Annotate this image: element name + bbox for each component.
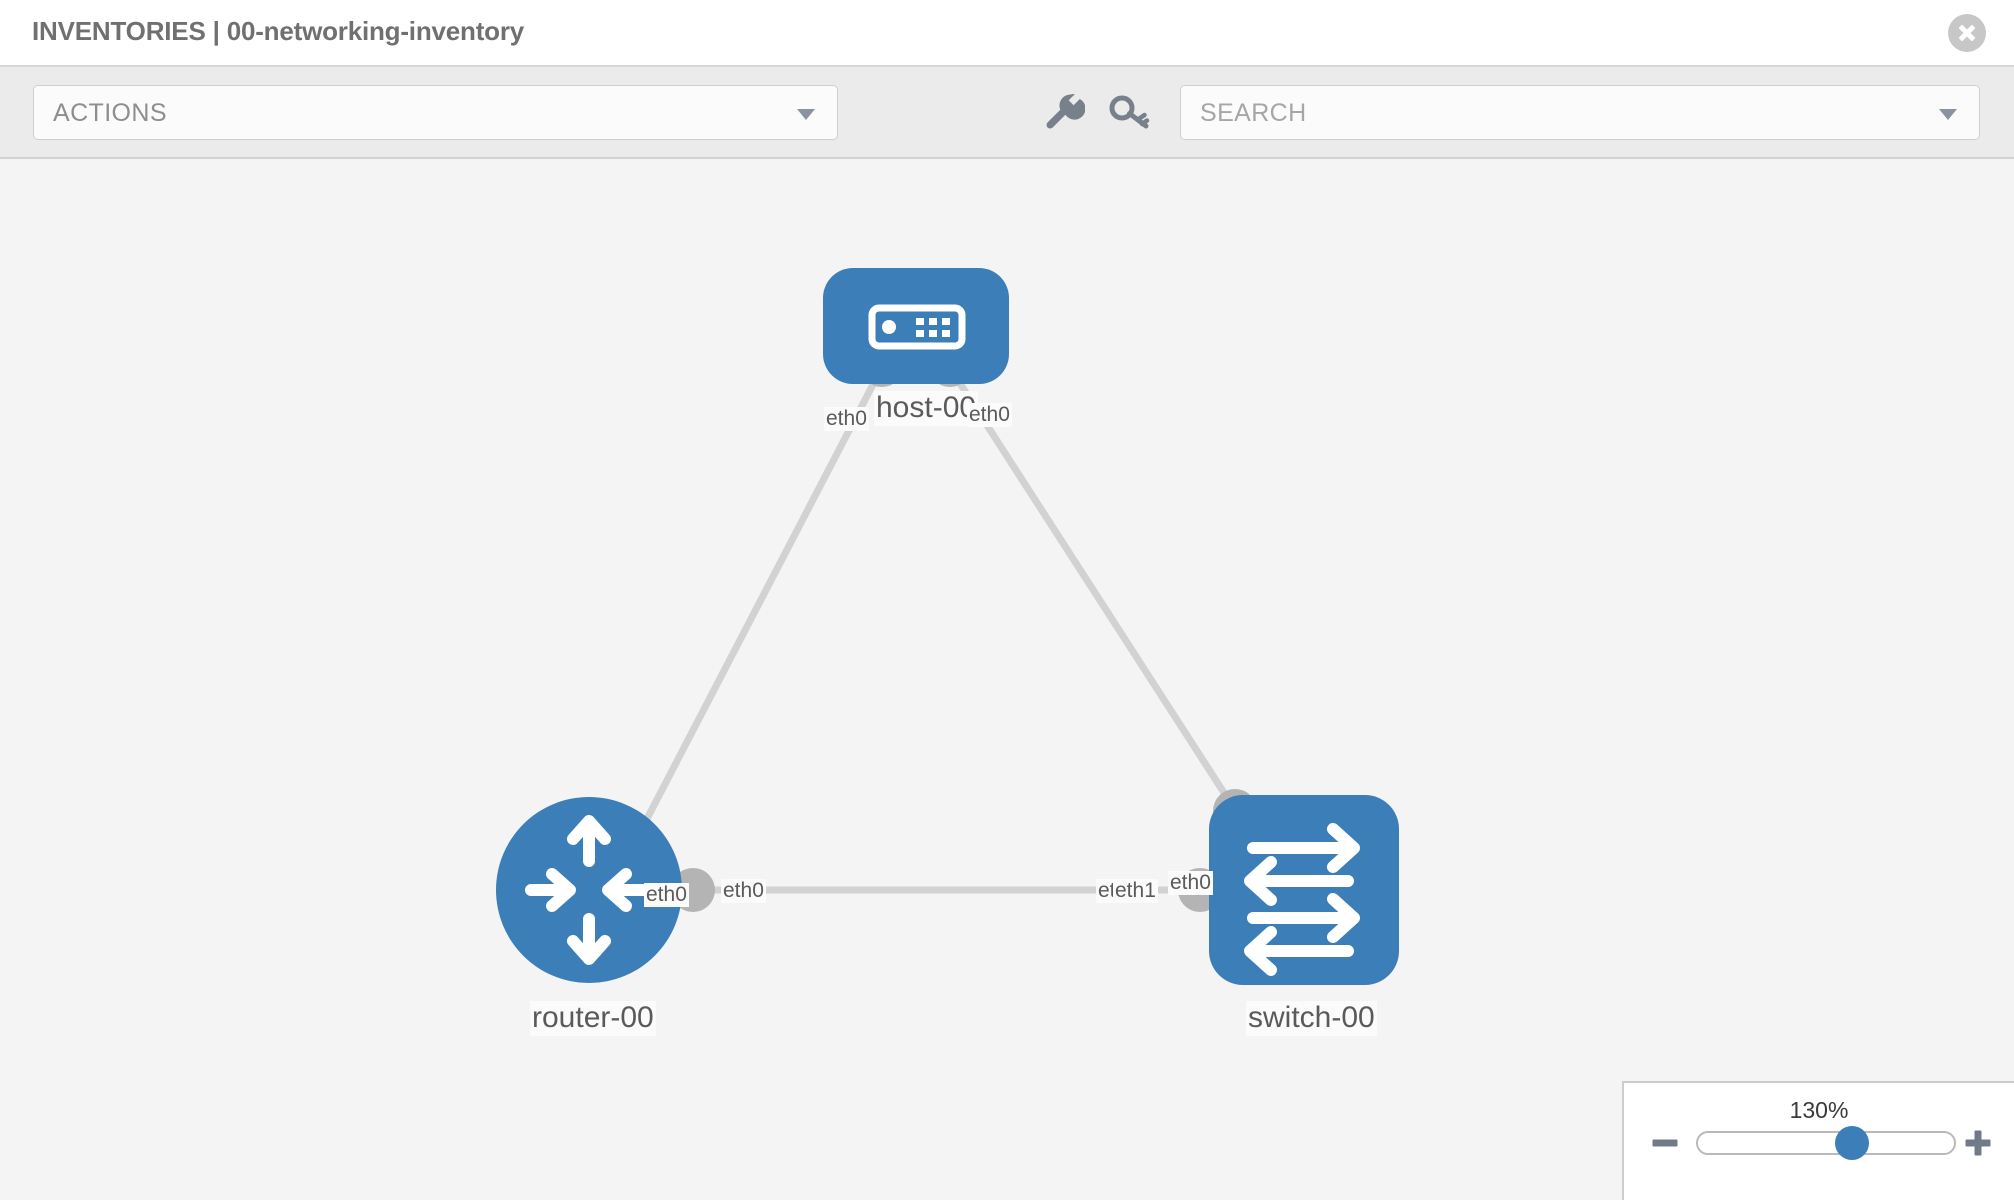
edge-label-switch00-eth0-north[interactable]: eth0 xyxy=(1168,871,1213,896)
edge-label-switch00-eth1[interactable]: eth1 xyxy=(1113,879,1158,904)
edge-host00-router00 xyxy=(621,369,884,863)
node-host-00 xyxy=(823,268,1009,384)
zoom-level-value: 130% xyxy=(1789,1097,1849,1123)
edge-label-host00-eth0-right[interactable]: eth0 xyxy=(967,403,1012,428)
topology-connectors xyxy=(671,343,1257,912)
close-icon[interactable] xyxy=(1948,14,1986,52)
plus-icon[interactable] xyxy=(1962,1127,1994,1159)
chevron-down-icon xyxy=(797,108,815,120)
edge-label-host00-eth0-left[interactable]: eth0 xyxy=(824,407,869,432)
toolbar: ACTIONS SEARCH xyxy=(0,67,2014,159)
chevron-down-icon[interactable] xyxy=(1939,108,1957,120)
zoom-slider[interactable] xyxy=(1696,1126,1956,1160)
switch-arrows-icon xyxy=(1244,823,1360,976)
search-placeholder: SEARCH xyxy=(1200,99,1307,127)
router-arrows-icon xyxy=(525,815,653,965)
topology-edges xyxy=(621,369,1271,894)
page-header: INVENTORIES | 00-networking-inventory xyxy=(0,0,2014,67)
search-input[interactable]: SEARCH xyxy=(1180,85,1980,140)
server-icon xyxy=(868,304,966,350)
edge-label-router00-eth0-east[interactable]: eth0 xyxy=(721,879,766,904)
node-label-host-00[interactable]: host-00 xyxy=(874,391,979,426)
actions-dropdown-label: ACTIONS xyxy=(53,99,167,127)
minus-icon[interactable] xyxy=(1649,1127,1681,1159)
page-title: INVENTORIES | 00-networking-inventory xyxy=(32,16,525,46)
node-switch-00 xyxy=(1209,795,1399,985)
node-router-00 xyxy=(496,797,682,983)
wrench-icon[interactable] xyxy=(1039,89,1085,135)
zoom-slider-thumb[interactable] xyxy=(1834,1126,1869,1160)
actions-dropdown[interactable]: ACTIONS xyxy=(33,85,838,140)
node-label-router-00[interactable]: router-00 xyxy=(530,1001,656,1036)
node-label-switch-00[interactable]: switch-00 xyxy=(1246,1001,1377,1036)
edge-label-router00-eth0-north[interactable]: eth0 xyxy=(644,883,689,908)
edge-host00-switch00 xyxy=(949,369,1271,863)
zoom-control-panel: 130% xyxy=(1622,1081,2014,1200)
key-icon[interactable] xyxy=(1106,89,1152,135)
topology-canvas[interactable]: host-00 router-00 switch-00 eth0 eth0 et… xyxy=(0,161,2014,1200)
